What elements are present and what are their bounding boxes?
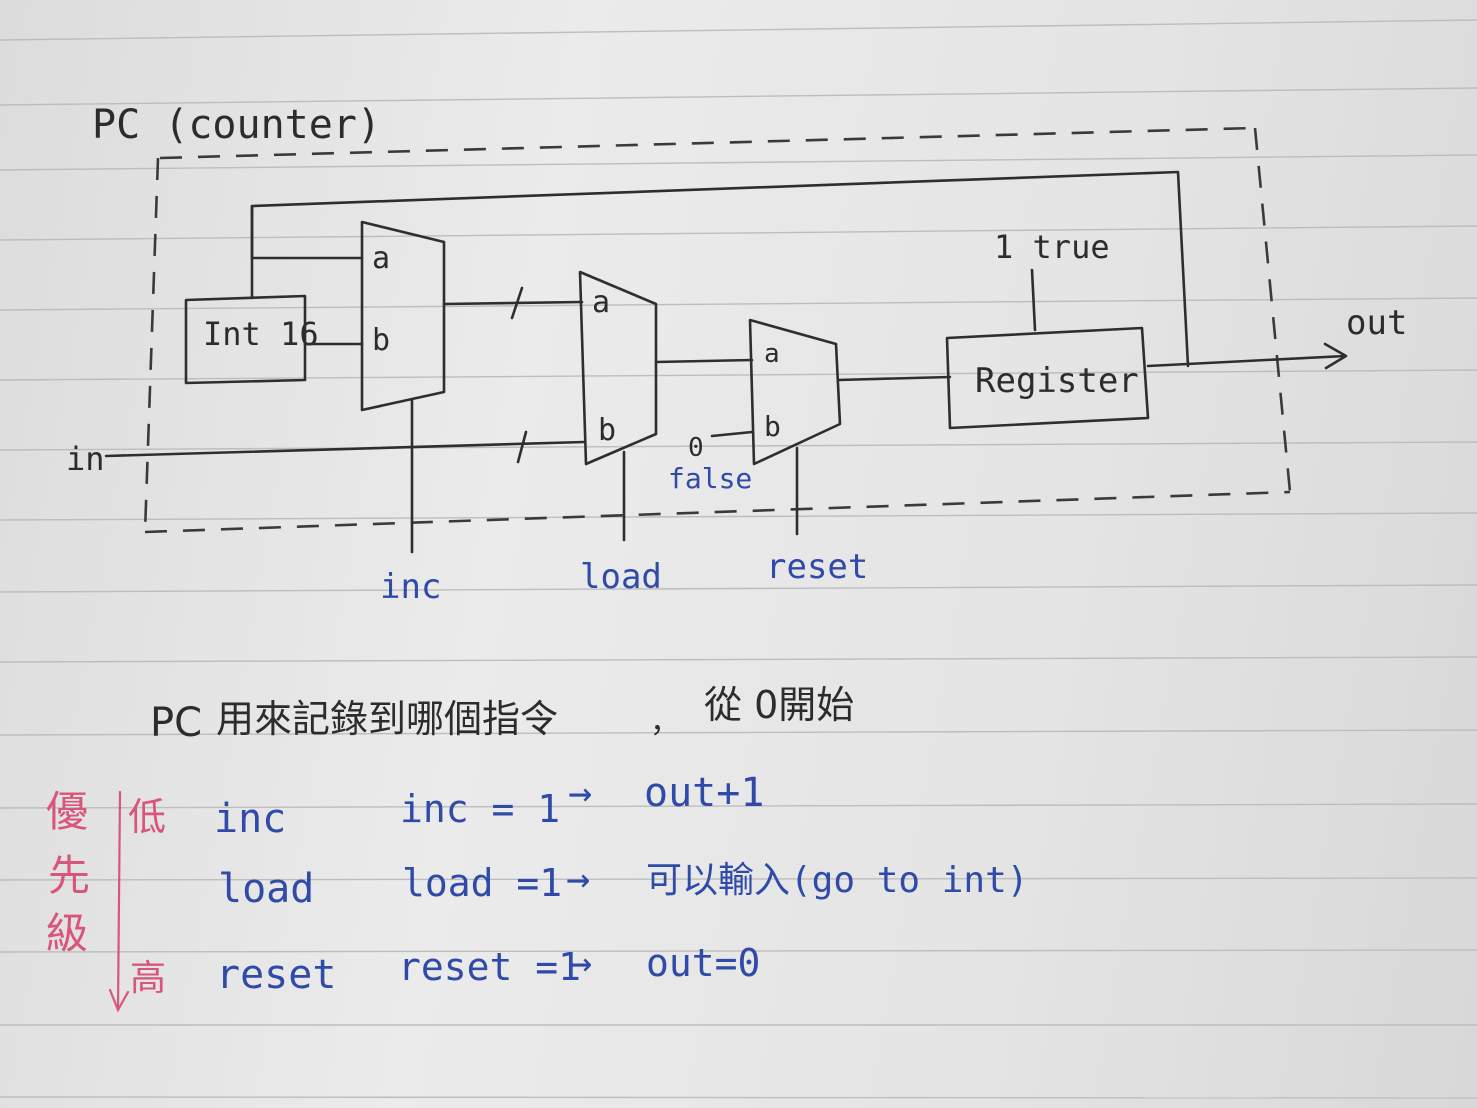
description-text: 用來記錄到哪個指令 [216,697,558,741]
priority-low-label: 低 [128,795,166,839]
constant-zero-label: 0 [688,433,704,463]
row-load-signal: load [218,866,314,912]
bus-slash [516,430,528,464]
bus-slash [510,286,524,320]
description-prefix: PC [150,700,202,746]
mux-reset-port-b: b [764,410,781,443]
mux3-to-register-wire [836,375,952,382]
control-reset-label: reset [766,547,868,587]
control-inc-label: inc [380,567,441,607]
row-load-condition: load =1 [402,861,562,905]
priority-arrow-line [116,790,122,1010]
note-row-inc: inc inc = 1 → out+1 [214,770,764,842]
row-reset-condition: reset =1 [398,945,581,989]
chip-boundary [143,126,1292,534]
int16-block: Int 16 [184,294,319,385]
row-inc-condition: inc = 1 [400,787,560,831]
input-in-label: in [66,440,105,478]
control-load-label: load [580,557,662,597]
priority-char-3: 級 [46,909,88,958]
mux-reset-port-a: a [764,339,780,369]
note-row-load: load load =1 → 可以輸入(go to int) [218,856,1028,912]
row-reset-signal: reset [216,952,336,998]
mux2-to-mux3-wire [654,358,754,364]
priority-char-1: 優 [46,787,88,836]
description-comma: ， [650,705,680,740]
mux-load-port-a: a [592,285,610,320]
mux-load: a b [578,270,658,466]
constant-false-label: false [668,462,752,495]
priority-char-2: 先 [48,851,90,900]
feedback-wire [250,170,1190,368]
output-out-label: out [1346,303,1407,343]
false-to-mux3-wire [710,430,754,438]
mux-inc: a b [360,220,446,412]
row-load-arrow: → [566,856,590,902]
register-load-true-label: 1 true [994,228,1110,266]
mux1-to-mux2-wire [442,300,584,306]
mux-load-port-b: b [598,413,616,448]
priority-high-label: 高 [130,958,166,999]
in-wire [104,440,586,458]
mux-reset: a b [748,318,842,466]
priority-arrow-head [108,988,130,1013]
int16-label: Int 16 [203,315,319,353]
row-inc-result: out+1 [644,770,764,816]
note-row-reset: reset reset =1 → out=0 [216,940,760,998]
output-arrow [1146,342,1348,370]
description-line: PC 用來記錄到哪個指令 ， 從 0開始 [150,683,854,746]
row-load-result: 可以輸入(go to int) [646,860,1028,901]
mux-inc-port-a: a [372,241,390,276]
description-suffix: 從 0開始 [704,683,854,727]
register-block: Register [945,326,1150,430]
diagram-title: PC (counter) [92,102,381,148]
row-inc-signal: inc [214,796,286,842]
row-inc-arrow: → [568,770,592,816]
row-reset-result: out=0 [646,941,760,985]
register-label: Register [975,361,1139,401]
mux-inc-port-b: b [372,323,390,358]
priority-legend: 優 先 級 低 高 [46,787,166,1013]
row-reset-arrow: → [568,940,592,986]
load-true-wire [1030,268,1037,332]
